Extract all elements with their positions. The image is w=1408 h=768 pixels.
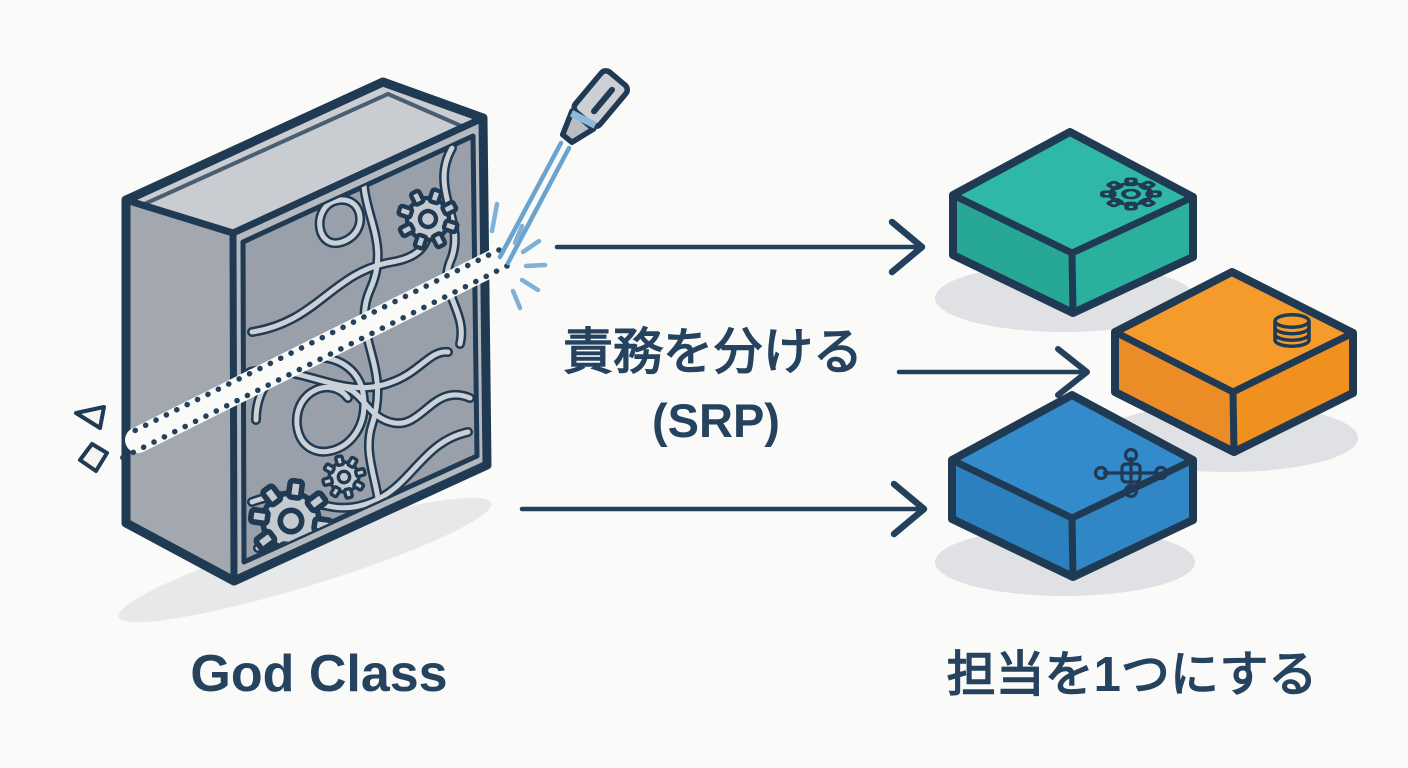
module-edges bbox=[1111, 328, 1357, 456]
module-right-face bbox=[1233, 333, 1353, 452]
module-outline bbox=[948, 391, 1197, 581]
arrow-bottom bbox=[519, 480, 928, 538]
single-duty-label: 担当を1つにする bbox=[947, 648, 1318, 702]
god-class-top-rim bbox=[139, 91, 467, 208]
debris-triangle bbox=[74, 405, 106, 430]
split-caption-line1: 責務を分ける bbox=[563, 324, 863, 380]
god-class-shadow bbox=[118, 497, 492, 623]
split-caption-line2: (SRP) bbox=[652, 394, 780, 447]
module-edges bbox=[948, 456, 1197, 581]
cut-line bbox=[115, 245, 516, 463]
module-left-face bbox=[1115, 332, 1234, 452]
god-class-top-face bbox=[126, 82, 483, 233]
debris-diamond bbox=[78, 442, 109, 473]
module-box-gear bbox=[935, 128, 1197, 332]
network-icon bbox=[1093, 447, 1169, 499]
module-outline bbox=[1111, 268, 1357, 456]
module-left-face bbox=[953, 195, 1073, 313]
module-edges bbox=[949, 191, 1197, 317]
god-class-outline bbox=[121, 77, 492, 586]
god-class-label: God Class bbox=[190, 645, 447, 703]
god-class-box bbox=[118, 77, 492, 623]
module-right-face bbox=[1072, 460, 1193, 577]
cut-dots-upper bbox=[131, 247, 502, 434]
laser-tool-body bbox=[559, 68, 630, 146]
module-left-face bbox=[952, 460, 1073, 577]
god-class-left-face bbox=[126, 200, 234, 581]
laser-sparks bbox=[489, 201, 548, 311]
database-icon bbox=[1273, 313, 1311, 348]
laser-cutter-tool bbox=[489, 68, 630, 311]
module-box-network bbox=[935, 391, 1197, 596]
module-right-face bbox=[1072, 197, 1193, 313]
cut-dots-lower bbox=[115, 263, 510, 463]
god-class-edges bbox=[122, 114, 487, 585]
arrow-middle bbox=[896, 346, 1090, 398]
laser-beam bbox=[497, 140, 572, 266]
debris-shards bbox=[74, 405, 109, 473]
arrow-top bbox=[554, 218, 926, 276]
module-outline bbox=[949, 128, 1197, 317]
